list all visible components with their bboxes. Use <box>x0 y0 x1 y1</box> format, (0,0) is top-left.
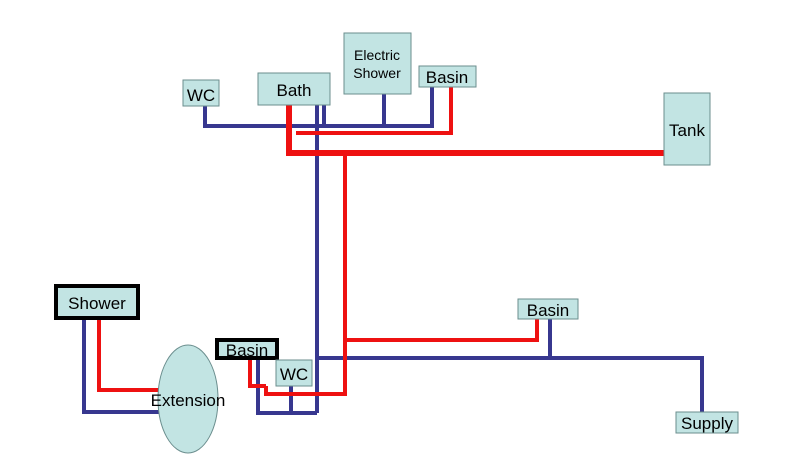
hot-pipes <box>97 87 664 396</box>
fixture-electric-shower-label-line1: Electric <box>354 47 400 63</box>
fixture-shower-box <box>54 284 140 320</box>
fixture-bath: Bath <box>257 72 331 106</box>
fixture-basin-upstairs-box <box>418 65 477 88</box>
fixture-tank-label: Tank <box>669 121 705 140</box>
hot-pipe-basin-downstairs <box>248 358 266 388</box>
fixture-shower-label: Shower <box>68 294 126 313</box>
fixtures: WC Bath Electric Shower Basin Tank Showe… <box>54 32 739 454</box>
fixture-wc-upstairs-box <box>182 79 220 107</box>
fixture-tank: Tank <box>663 92 711 166</box>
fixture-wc-downstairs-label: WC <box>280 365 308 384</box>
fixture-basin-right-label: Basin <box>527 301 570 320</box>
fixture-bath-label: Bath <box>277 81 312 100</box>
fixture-supply-label: Supply <box>681 414 733 433</box>
fixture-basin-downstairs-box <box>215 338 279 360</box>
cold-pipe-mains <box>317 356 704 412</box>
fixture-electric-shower-box <box>343 32 412 95</box>
hot-pipe-basin-upstairs <box>296 87 453 135</box>
fixture-shower: Shower <box>54 284 140 320</box>
fixture-wc-upstairs: WC <box>182 79 220 107</box>
hot-pipe-riser <box>264 153 347 396</box>
hot-pipe-shower <box>97 318 160 392</box>
fixture-wc-downstairs: WC <box>275 359 313 387</box>
cold-pipe-downstairs-loop <box>256 358 317 415</box>
fixture-bath-box <box>257 72 331 106</box>
fixture-supply: Supply <box>675 411 739 434</box>
fixture-extension-ellipse <box>157 344 219 454</box>
fixture-basin-downstairs-label: Basin <box>226 341 269 360</box>
fixture-basin-downstairs: Basin <box>215 338 279 360</box>
hot-pipe-basin-right <box>345 319 539 342</box>
fixture-extension: Extension <box>151 344 226 454</box>
fixture-tank-box <box>663 92 711 166</box>
fixture-electric-shower: Electric Shower <box>343 32 412 95</box>
fixture-basin-upstairs: Basin <box>418 65 477 88</box>
fixture-wc-upstairs-label: WC <box>187 86 215 105</box>
fixture-wc-downstairs-box <box>275 359 313 387</box>
fixture-basin-right-box <box>517 298 579 320</box>
fixture-extension-label: Extension <box>151 391 226 410</box>
fixture-basin-upstairs-label: Basin <box>426 68 469 87</box>
hot-pipe-main-from-tank <box>286 104 664 156</box>
fixture-electric-shower-label-line2: Shower <box>353 65 401 81</box>
cold-pipe-shower <box>82 318 160 414</box>
fixture-supply-box <box>675 411 739 434</box>
fixture-basin-right: Basin <box>517 298 579 320</box>
